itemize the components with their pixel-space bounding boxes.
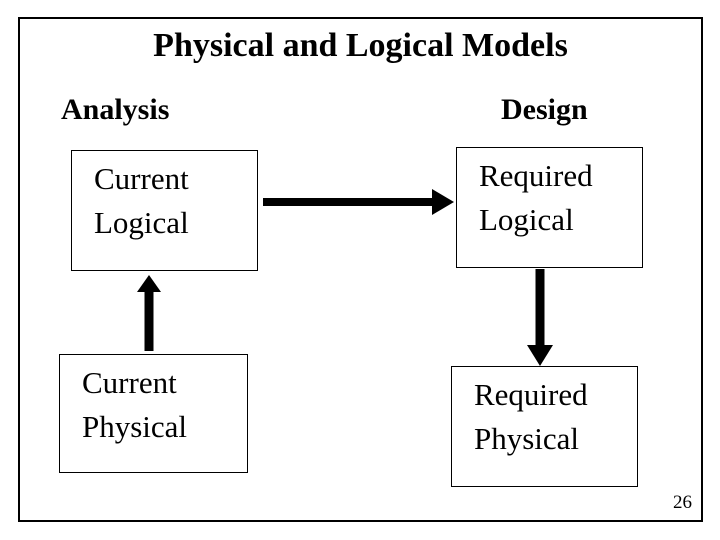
box-label-line: Required — [474, 377, 588, 412]
box-label-line: Current — [82, 365, 177, 400]
box-required-physical: Required Physical — [451, 366, 638, 487]
column-header-design: Design — [501, 93, 588, 126]
box-label-line: Logical — [479, 202, 574, 237]
box-label-line: Current — [94, 161, 189, 196]
slide-title: Physical and Logical Models — [153, 27, 568, 64]
box-current-physical: Current Physical — [59, 354, 248, 473]
box-label-line: Required — [479, 158, 593, 193]
box-required-logical: Required Logical — [456, 147, 643, 268]
box-label-line: Physical — [474, 421, 580, 456]
box-current-logical: Current Logical — [71, 150, 258, 271]
box-label-line: Physical — [82, 409, 188, 444]
box-label-line: Logical — [94, 205, 189, 240]
column-header-analysis: Analysis — [61, 93, 170, 126]
page-number: 26 — [673, 492, 692, 513]
